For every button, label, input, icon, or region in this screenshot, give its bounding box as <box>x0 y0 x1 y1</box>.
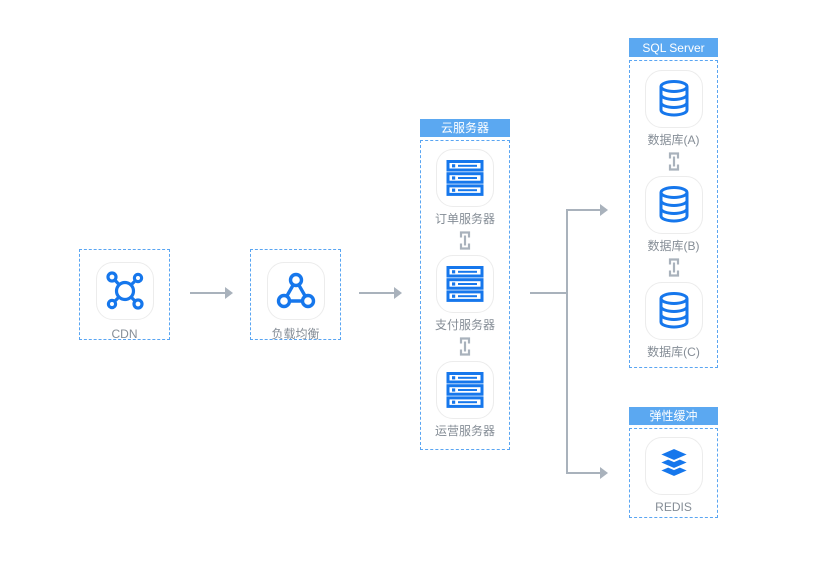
order-server-label: 订单服务器 <box>434 212 495 226</box>
chain-link-icon <box>668 258 679 277</box>
redis-icon <box>655 446 692 479</box>
node-cdn[interactable]: CDN <box>79 249 170 341</box>
group-cloud-servers[interactable]: 云服务器 订单服务器 <box>420 119 510 450</box>
database-a-icon-container <box>644 70 703 128</box>
cdn-icon <box>105 271 144 310</box>
arrow-head <box>600 204 608 216</box>
cdn-icon-container <box>95 262 154 320</box>
operations-server-icon-container <box>436 361 494 419</box>
node-cdn-label: CDN <box>111 327 138 341</box>
arrow-shaft <box>359 292 395 294</box>
load-balancer-icon <box>276 272 315 309</box>
arrow-shaft <box>566 209 601 211</box>
arrow-head <box>394 287 402 299</box>
group-sql-server-title: SQL Server <box>629 38 718 57</box>
chain-link-icon <box>459 231 471 250</box>
node-load-balancer-label: 负载均衡 <box>271 327 320 341</box>
server-icon <box>446 160 484 196</box>
database-b-label: 数据库(B) <box>647 239 700 253</box>
group-elastic-cache-body: REDIS <box>629 428 718 518</box>
arrow-to-sql-group <box>566 204 608 216</box>
database-icon <box>659 80 688 117</box>
payment-server-label: 支付服务器 <box>434 318 495 332</box>
arrow-shaft <box>566 472 601 474</box>
operations-server-label: 运营服务器 <box>434 424 495 438</box>
group-elastic-cache-title: 弹性缓冲 <box>629 407 718 425</box>
group-cloud-servers-title: 云服务器 <box>420 119 510 137</box>
order-server-icon-container <box>436 149 494 207</box>
connector-vertical <box>566 210 568 473</box>
chain-link-icon <box>668 152 679 171</box>
database-icon <box>659 292 688 329</box>
group-sql-server[interactable]: SQL Server 数据库(A) <box>629 38 718 368</box>
connector-stub <box>530 292 568 294</box>
database-icon <box>659 186 688 223</box>
arrow-shaft <box>190 292 226 294</box>
redis-label: REDIS <box>655 500 692 514</box>
arrow-head <box>225 287 233 299</box>
node-load-balancer[interactable]: 负载均衡 <box>250 249 341 341</box>
database-c-label: 数据库(C) <box>647 345 700 359</box>
group-elastic-cache[interactable]: 弹性缓冲 REDIS <box>629 407 718 518</box>
group-sql-server-body: 数据库(A) 数据库(B) <box>629 60 718 368</box>
arrow-loadbalancer-to-cloud <box>359 287 402 299</box>
redis-icon-container <box>644 437 703 495</box>
database-b-icon-container <box>644 176 703 234</box>
arrow-head <box>600 467 608 479</box>
arrow-cdn-to-loadbalancer <box>190 287 233 299</box>
arrow-to-cache-group <box>566 467 608 479</box>
load-balancer-icon-container <box>266 262 325 320</box>
payment-server-icon-container <box>436 255 494 313</box>
group-cloud-servers-body: 订单服务器 <box>420 140 510 450</box>
database-a-label: 数据库(A) <box>647 133 700 147</box>
server-icon <box>446 372 484 408</box>
chain-link-icon <box>459 337 471 356</box>
server-icon <box>446 266 484 302</box>
database-c-icon-container <box>644 282 703 340</box>
